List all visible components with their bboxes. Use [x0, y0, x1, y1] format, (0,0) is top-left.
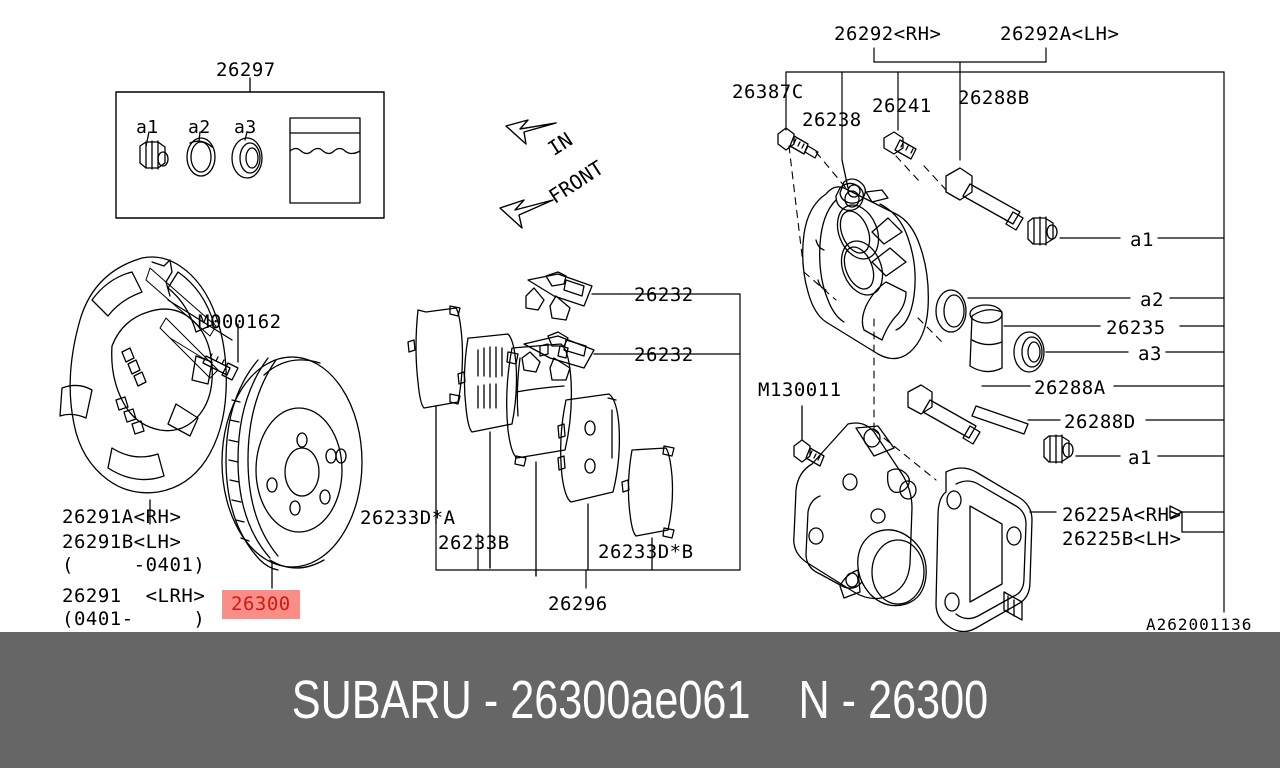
- bolt-26238-label: 26238: [802, 109, 862, 131]
- kit-boot-a1: [139, 140, 169, 170]
- caliper-dashed-lines: [788, 145, 949, 481]
- backing-plate-date-label: ( -0401): [62, 554, 206, 576]
- guide-pin-26288b-drawing: [945, 167, 1024, 231]
- pin-26241-label: 26241: [872, 95, 932, 117]
- knuckle-bolt-m130011-drawing: [793, 405, 825, 467]
- caliper-top-bracket: [785, 47, 1225, 613]
- backing-plate-rh-label: 26291A<RH>: [62, 506, 182, 528]
- bracket-rh-label: 26225A<RH>: [1062, 504, 1182, 526]
- footer-bar: SUBARU - 26300ae061 N - 26300: [0, 632, 1280, 768]
- steering-knuckle-drawing: [793, 422, 927, 607]
- diagram-line-art: [59, 47, 1225, 632]
- piston-26235-drawing: [969, 304, 1225, 373]
- pad-shim-outer-drawing: [407, 305, 464, 513]
- guide-pin-26288a-drawing: [907, 384, 1225, 445]
- guide-pin-26288d-drawing: [971, 405, 1225, 435]
- pad-kit-label: 26296: [548, 593, 608, 615]
- pad-shim-inner-label: 26233D*B: [598, 541, 694, 563]
- brake-rotor-drawing: [221, 356, 363, 589]
- highlighted-part-26300[interactable]: 26300: [222, 590, 300, 619]
- pad-label-leaders: [435, 511, 479, 571]
- pin-boot-a1-bottom-drawing: [1043, 434, 1225, 464]
- kit-item-a1-label: a1: [136, 117, 159, 138]
- seal-a3-label: a3: [1138, 343, 1162, 365]
- clip-upper-label: 26232: [634, 284, 694, 306]
- clip-lower-label: 26232: [634, 344, 694, 366]
- pin-26241-drawing: [883, 131, 917, 160]
- pin-boot-a1-top-drawing: [1027, 216, 1225, 246]
- plate-bolt-label: M000162: [198, 311, 282, 333]
- bracket-lh-label: 26225B<LH>: [1062, 528, 1182, 550]
- clip-lower-drawing: [521, 331, 621, 381]
- diagram-id-code: A262001136: [1146, 615, 1253, 632]
- piston-seal-a1-top-label: a1: [1130, 229, 1154, 251]
- caliper-body-drawing: [802, 178, 929, 360]
- bleeder-screw-drawing: [777, 127, 819, 159]
- backing-plate-lrh-label: 26291 <LRH>: [62, 585, 206, 607]
- pin-boot-a1-bottom-label: a1: [1128, 447, 1152, 469]
- footer-part-title: SUBARU - 26300ae061 N - 26300: [291, 670, 989, 730]
- seal-a3-drawing: [1013, 331, 1225, 373]
- clip-upper-drawing: [525, 271, 621, 321]
- backing-plate-drawing: [59, 256, 233, 525]
- kit-box-label: 26297: [216, 59, 276, 81]
- guide-pin-26288d-label: 26288D: [1064, 411, 1136, 433]
- bolt-26238-drawing: [835, 159, 864, 211]
- plate-bolt-m000162: [169, 323, 239, 381]
- caliper-bracket-drawing: [935, 467, 1225, 632]
- kit-ring-a2: [186, 137, 216, 177]
- backing-plate-lh-label: 26291B<LH>: [62, 531, 182, 553]
- backing-plate-lrh-date-label: (0401- ): [62, 608, 206, 630]
- guide-pin-26288a-label: 26288A: [1034, 377, 1106, 399]
- pad-set-label: 26233B: [438, 532, 510, 554]
- seal-a2-label: a2: [1140, 289, 1164, 311]
- caliper-lh-label: 26292A<LH>: [1000, 23, 1120, 45]
- bleeder-screw-label: 26387C: [732, 81, 804, 103]
- kit-grease-container: [289, 117, 361, 204]
- pin-boot-26288b-label: 26288B: [958, 87, 1030, 109]
- pad-kit-bracket-lines: [435, 293, 741, 589]
- kit-box-26297-group: [115, 77, 385, 219]
- kit-item-a2-label: a2: [188, 117, 211, 138]
- parts-diagram-canvas: 26297 a1 a2 a3 IN FRONT M000162 26291A<R…: [59, 23, 1253, 632]
- kit-seal-a3: [231, 137, 263, 179]
- pad-backing-drawing: [557, 393, 621, 569]
- piston-26235-label: 26235: [1106, 317, 1166, 339]
- pad-shim-outer-label: 26233D*A: [360, 507, 456, 529]
- pad-shim-far-drawing: [621, 445, 675, 569]
- orientation-arrows: [499, 119, 557, 229]
- kit-item-a3-label: a3: [234, 117, 257, 138]
- caliper-rh-label: 26292<RH>: [834, 23, 942, 45]
- knuckle-bolt-label: M130011: [758, 379, 842, 401]
- piston-seal-a2-drawing: [935, 289, 1225, 333]
